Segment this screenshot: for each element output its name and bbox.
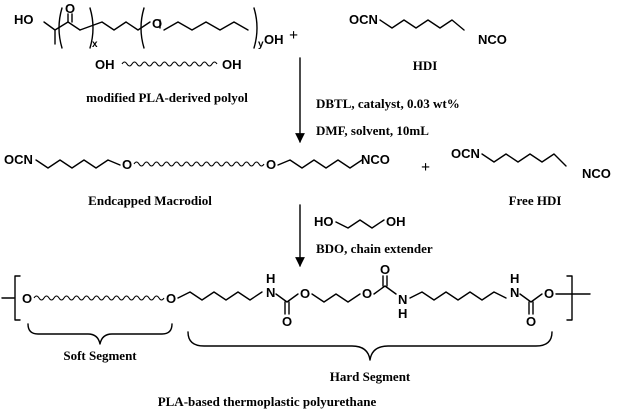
atom-c2-o: O	[380, 262, 390, 277]
atom-o-left: O	[22, 291, 32, 306]
caption-polyol: modified PLA-derived polyol	[86, 90, 248, 105]
plus-sign-1: +	[289, 27, 298, 44]
subscript-x: x	[92, 39, 98, 50]
atom-ho: HO	[314, 214, 334, 229]
tpu-structure: O O H N O O O O N H H N O O	[1, 262, 591, 329]
bond-hexamethylene-left	[35, 159, 121, 169]
atom-o-mid: O	[166, 291, 176, 306]
caption-hdi: HDI	[413, 58, 438, 73]
bond-urethane-3	[519, 293, 543, 303]
repeat-bracket-right	[89, 7, 94, 49]
atom-nco: NCO	[582, 166, 611, 181]
subscript-y: y	[258, 39, 264, 50]
atom-ocn: OCN	[4, 152, 33, 167]
atom-ocn: OCN	[349, 12, 378, 27]
wavy-soft-chain	[33, 295, 165, 301]
repeat-bracket-right-2	[253, 7, 258, 49]
bond-butylene	[311, 293, 361, 303]
bond-urethane-1	[275, 293, 299, 303]
free-hdi-structure: OCN NCO	[451, 146, 611, 181]
atom-carbonyl-o-2: O	[152, 16, 162, 31]
soft-segment-brace	[27, 323, 173, 345]
bond-butylene	[335, 219, 385, 229]
atom-o2: O	[300, 286, 310, 301]
bond-hexamethylene	[481, 153, 567, 167]
atom-n2-h: H	[398, 306, 407, 321]
bond-urethane-2	[373, 285, 397, 295]
atom-o-right: O	[266, 157, 276, 172]
caption-tpu: PLA-based thermoplastic polyurethane	[158, 394, 377, 409]
hdi-structure: OCN NCO	[349, 12, 507, 47]
atom-n3: N	[510, 285, 519, 300]
atom-n1-h: H	[266, 271, 275, 286]
hard-segment-brace	[187, 331, 553, 361]
bond-linker-chain	[79, 21, 151, 31]
atom-ocn: OCN	[451, 146, 480, 161]
atom-nco: NCO	[478, 32, 507, 47]
polymer-bracket-right	[566, 275, 573, 321]
atom-c3-o: O	[526, 314, 536, 329]
bond-hexamethylene	[379, 19, 465, 31]
bond-caprolactone-chain	[163, 21, 249, 31]
atom-c1-o: O	[282, 314, 292, 329]
repeat-bracket-left-2	[140, 7, 145, 49]
pla-polyol-structure: HO O x O y OH	[14, 1, 284, 50]
caption-free-hdi: Free HDI	[509, 193, 562, 208]
wavy-polymer-chain	[133, 161, 265, 167]
atom-o-end: O	[544, 286, 554, 301]
plus-sign-2: +	[421, 159, 430, 176]
bond-hexamethylene-1	[177, 291, 263, 301]
condition-catalyst: DBTL, catalyst, 0.03 wt%	[316, 96, 460, 111]
atom-carbonyl-o-1: O	[65, 1, 75, 16]
atom-ho: HO	[14, 12, 34, 27]
atom-o3: O	[362, 286, 372, 301]
atom-n3-h: H	[510, 271, 519, 286]
bond-hexamethylene-2	[409, 291, 507, 301]
atom-o-left: O	[122, 157, 132, 172]
label-soft-segment: Soft Segment	[63, 348, 137, 363]
atom-oh: OH	[386, 214, 406, 229]
bond-lactic-chain	[43, 21, 81, 31]
bdo-structure: HO OH	[314, 214, 406, 229]
polyol-simplified: OH OH	[95, 57, 242, 72]
condition-chain-extender: BDO, chain extender	[316, 241, 433, 256]
polymer-bracket-left	[14, 275, 21, 321]
wavy-polymer-chain	[121, 61, 218, 67]
atom-n1: N	[266, 285, 275, 300]
atom-oh: OH	[264, 32, 284, 47]
atom-oh-left: OH	[95, 57, 115, 72]
caption-macrodiol: Endcapped Macrodiol	[88, 193, 212, 208]
atom-n2: N	[398, 292, 407, 307]
bond-hexamethylene-right	[277, 159, 363, 169]
label-hard-segment: Hard Segment	[330, 369, 411, 384]
atom-nco: NCO	[361, 152, 390, 167]
endcapped-macrodiol-structure: OCN O O NCO	[4, 152, 390, 172]
condition-solvent: DMF, solvent, 10mL	[316, 123, 429, 138]
atom-oh-right: OH	[222, 57, 242, 72]
